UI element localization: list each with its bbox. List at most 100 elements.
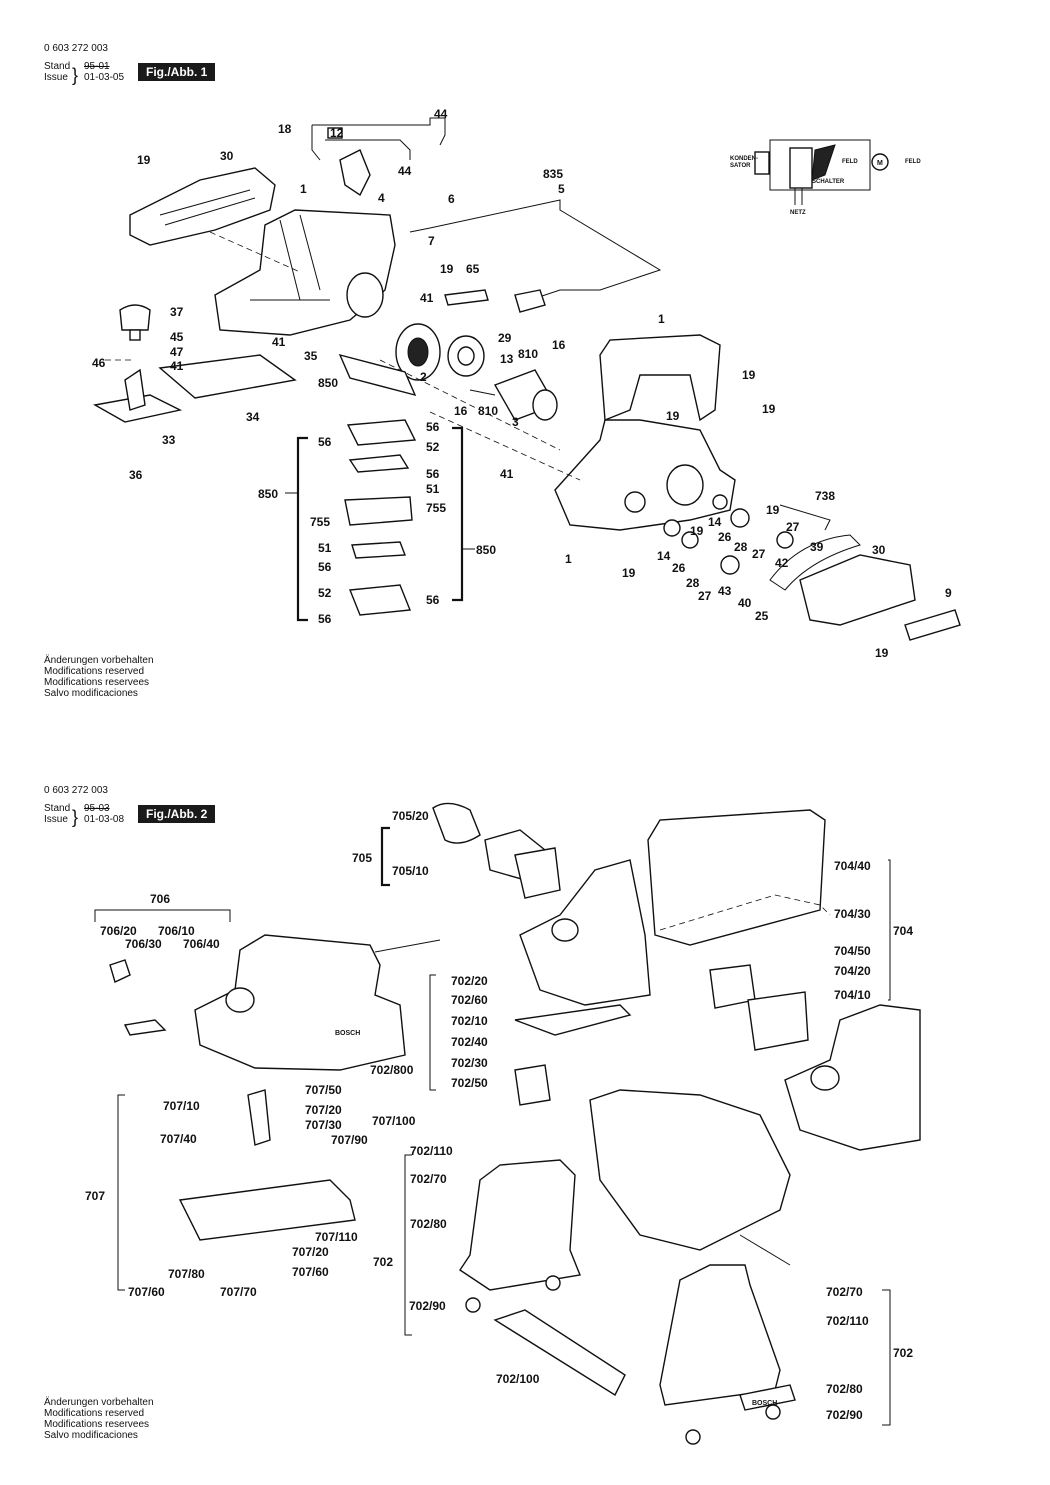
fan — [532, 389, 558, 421]
svg-text:65: 65 — [466, 262, 480, 276]
svg-text:702/70: 702/70 — [410, 1172, 447, 1186]
planer-right — [784, 1004, 921, 1151]
switch-part — [327, 127, 343, 139]
svg-text:706/10: 706/10 — [158, 924, 195, 938]
svg-text:9: 9 — [945, 586, 952, 600]
old-date-2: 95-03 — [84, 803, 110, 814]
svg-text:1: 1 — [565, 552, 572, 566]
svg-text:706: 706 — [150, 892, 170, 906]
disclaimer-de-2: Änderungen vorbehalten — [44, 1397, 154, 1408]
stand-label: Stand — [44, 61, 71, 72]
svg-text:702/70: 702/70 — [826, 1285, 863, 1299]
svg-text:41: 41 — [500, 467, 514, 481]
svg-text:707/30: 707/30 — [305, 1118, 342, 1132]
svg-text:43: 43 — [718, 584, 732, 598]
svg-text:707: 707 — [85, 1189, 105, 1203]
svg-text:19: 19 — [875, 646, 889, 660]
svg-text:34: 34 — [246, 410, 260, 424]
svg-text:41: 41 — [170, 359, 184, 373]
bench-stand-2 — [659, 1264, 781, 1406]
svg-text:28: 28 — [734, 540, 748, 554]
switch-wire — [311, 117, 446, 161]
planer-center-top — [519, 859, 651, 1006]
svg-text:BOSCH: BOSCH — [335, 1030, 360, 1037]
svg-text:56: 56 — [426, 467, 440, 481]
old-date: 95-01 — [84, 61, 110, 72]
svg-text:704/20: 704/20 — [834, 964, 871, 978]
svg-text:26: 26 — [672, 561, 686, 575]
svg-text:3: 3 — [512, 415, 519, 429]
svg-text:702/30: 702/30 — [451, 1056, 488, 1070]
svg-text:850: 850 — [476, 543, 496, 557]
issue-label: Issue — [44, 72, 68, 83]
svg-text:707/90: 707/90 — [331, 1133, 368, 1147]
svg-text:19: 19 — [690, 524, 704, 538]
svg-text:FELD: FELD — [905, 159, 921, 165]
svg-text:19: 19 — [440, 262, 454, 276]
switch-symbol — [789, 147, 813, 189]
svg-text:44: 44 — [398, 164, 412, 178]
svg-text:7: 7 — [428, 234, 435, 248]
svg-text:707/60: 707/60 — [128, 1285, 165, 1299]
svg-text:705: 705 — [352, 851, 372, 865]
svg-text:2: 2 — [420, 370, 427, 384]
svg-text:40: 40 — [738, 596, 752, 610]
svg-text:702/20: 702/20 — [451, 974, 488, 988]
disclaimer-fr-2: Modifications reservees — [44, 1419, 150, 1430]
svg-text:702/110: 702/110 — [826, 1314, 869, 1328]
stand-bracket — [493, 1309, 626, 1397]
svg-text:755: 755 — [310, 515, 330, 529]
svg-text:707/40: 707/40 — [160, 1132, 197, 1146]
svg-text:44: 44 — [434, 107, 448, 121]
dust-bag — [432, 802, 481, 844]
issue-date: 01-03-05 — [84, 72, 125, 83]
svg-text:702/60: 702/60 — [451, 993, 488, 1007]
svg-text:56: 56 — [426, 420, 440, 434]
svg-text:26: 26 — [718, 530, 732, 544]
belt-cover — [799, 554, 916, 626]
svg-text:42: 42 — [775, 556, 789, 570]
svg-text:702/800: 702/800 — [370, 1063, 414, 1077]
svg-text:702/90: 702/90 — [409, 1299, 446, 1313]
fig1-drawing: KONDEN- SATOR SCHALTER NETZ FELD FELD M — [92, 117, 961, 641]
svg-text:810: 810 — [478, 404, 498, 418]
svg-text:707/20: 707/20 — [305, 1103, 342, 1117]
svg-text:27: 27 — [698, 589, 712, 603]
mains-cable — [409, 199, 662, 301]
svg-text:702/50: 702/50 — [451, 1076, 488, 1090]
svg-text:41: 41 — [420, 291, 434, 305]
svg-text:704/10: 704/10 — [834, 988, 871, 1002]
svg-text:14: 14 — [657, 549, 671, 563]
svg-text:702: 702 — [893, 1346, 913, 1360]
depth-stop — [514, 1064, 551, 1106]
svg-text:56: 56 — [318, 560, 332, 574]
stand-label-2: Stand — [44, 803, 71, 814]
svg-text:33: 33 — [162, 433, 176, 447]
svg-text:52: 52 — [426, 440, 440, 454]
svg-text:25: 25 — [755, 609, 769, 623]
parallel-guide — [123, 1019, 167, 1036]
svg-text:706/20: 706/20 — [100, 924, 137, 938]
svg-text:19: 19 — [742, 368, 756, 382]
svg-text:NETZ: NETZ — [790, 210, 806, 216]
disclaimer-de: Änderungen vorbehalten — [44, 655, 154, 666]
brace-icon: } — [72, 65, 79, 85]
svg-text:702/100: 702/100 — [496, 1372, 540, 1386]
svg-text:707/10: 707/10 — [163, 1099, 200, 1113]
svg-text:702/10: 702/10 — [451, 1014, 488, 1028]
svg-text:5: 5 — [558, 182, 565, 196]
svg-text:702/80: 702/80 — [826, 1382, 863, 1396]
svg-text:FELD: FELD — [842, 159, 858, 165]
issue-label-2: Issue — [44, 814, 68, 825]
svg-text:6: 6 — [448, 192, 455, 206]
svg-text:706/30: 706/30 — [125, 937, 162, 951]
svg-text:16: 16 — [552, 338, 566, 352]
bearing-seat — [346, 272, 384, 318]
brace-icon: } — [72, 807, 79, 827]
assembly-bracket-left — [296, 436, 308, 622]
chip-shield — [158, 354, 297, 399]
figure-label-2: Fig./Abb. 2 — [138, 805, 216, 823]
svg-text:705/20: 705/20 — [392, 809, 429, 823]
svg-text:835: 835 — [543, 167, 563, 181]
